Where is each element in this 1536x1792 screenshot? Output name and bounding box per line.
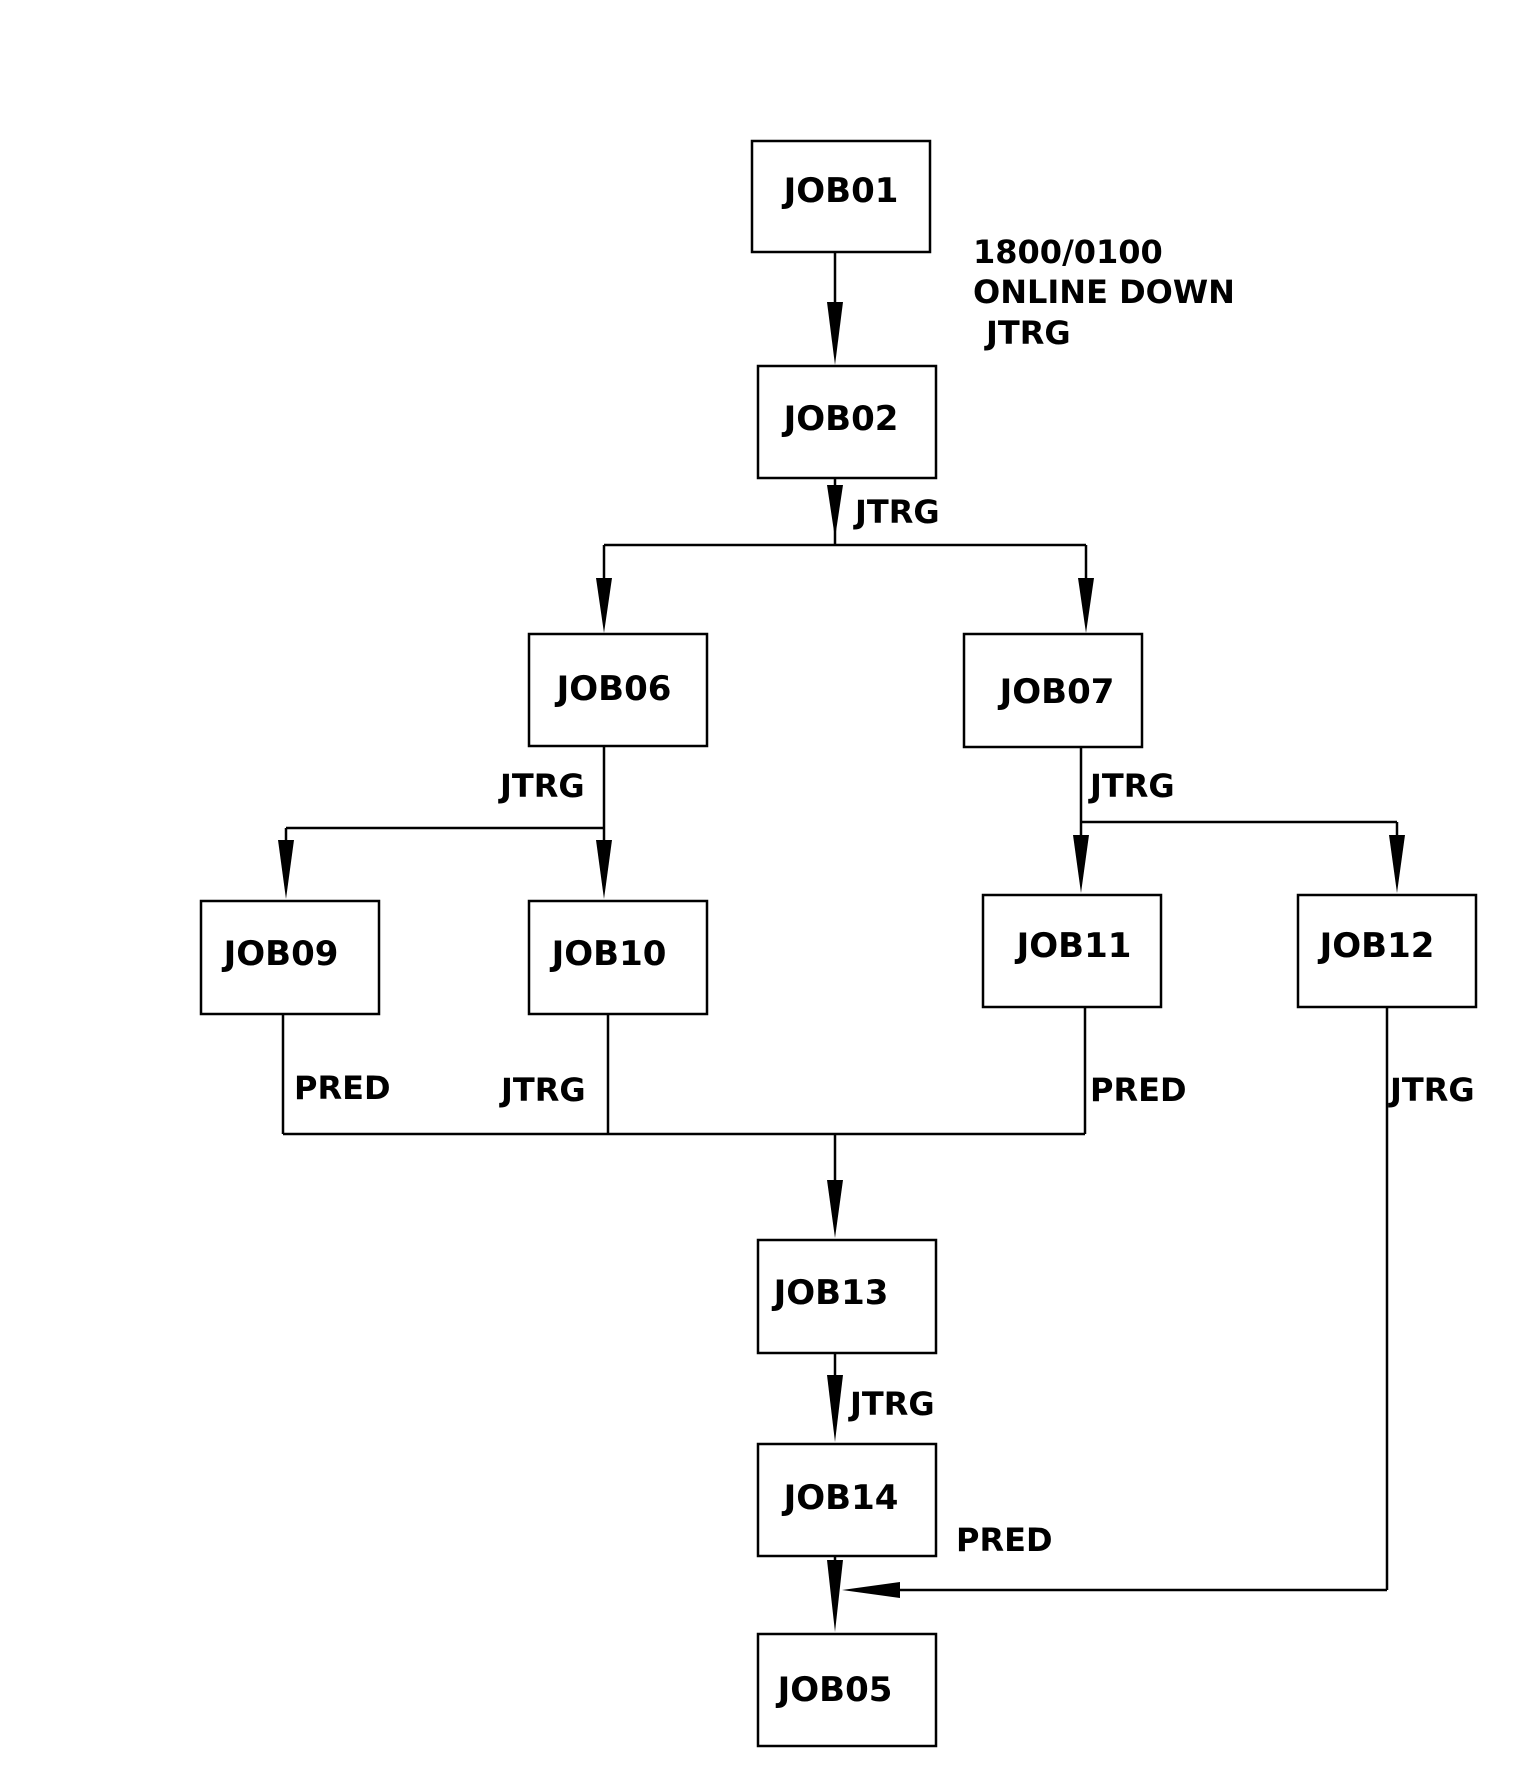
edge-labels: JTRG JTRG JTRG PRED JTRG PRED JTRG JTRG … xyxy=(294,493,1475,1559)
job13-rect xyxy=(756,1238,938,1355)
edge-label-job06-out: JTRG xyxy=(498,767,585,805)
arrowhead-job13 xyxy=(827,1180,843,1238)
schedule-time: 1800/0100 xyxy=(973,233,1163,271)
edge-label-job09-out: PRED xyxy=(294,1069,391,1107)
arrowhead-job12-into-job05 xyxy=(842,1582,900,1598)
job02-rect xyxy=(756,364,938,480)
job12-label: JOB12 xyxy=(1318,926,1435,966)
job09-rect xyxy=(199,899,381,1016)
job07-rect xyxy=(962,632,1144,749)
job14-rect xyxy=(756,1442,938,1558)
job12-rect xyxy=(1296,893,1478,1009)
schedule-condition: ONLINE DOWN xyxy=(973,273,1235,311)
job-box-job02: JOB02 xyxy=(756,364,938,480)
edge-label-job07-out: JTRG xyxy=(1088,767,1175,805)
job13-label: JOB13 xyxy=(772,1273,889,1313)
schedule-note: 1800/0100 ONLINE DOWN JTRG xyxy=(973,233,1235,352)
job14-label: JOB14 xyxy=(782,1478,899,1518)
arrowhead-job09 xyxy=(278,840,294,899)
job05-label: JOB05 xyxy=(776,1670,893,1710)
job-box-job09: JOB09 xyxy=(199,899,381,1016)
job-box-job10: JOB10 xyxy=(527,899,709,1016)
job06-label: JOB06 xyxy=(555,669,672,709)
job06-rect xyxy=(527,632,709,748)
arrowhead-job06 xyxy=(596,578,612,633)
edge-label-job13-out: JTRG xyxy=(848,1385,935,1423)
job01-label: JOB01 xyxy=(782,171,899,211)
edge-label-job02-out: JTRG xyxy=(853,493,940,531)
job02-label: JOB02 xyxy=(782,399,899,439)
job-box-job06: JOB06 xyxy=(527,632,709,748)
arrowhead-job14 xyxy=(827,1375,843,1442)
edge-label-job12-out: JTRG xyxy=(1388,1071,1475,1109)
arrowhead-job05 xyxy=(827,1560,843,1632)
job01-rect xyxy=(750,139,932,254)
job-box-job01: JOB01 xyxy=(750,139,932,254)
job-box-job11: JOB11 xyxy=(981,893,1163,1009)
arrowhead-job02 xyxy=(827,302,843,365)
job07-label: JOB07 xyxy=(998,672,1115,712)
arrowhead-job11 xyxy=(1073,835,1089,893)
job11-label: JOB11 xyxy=(1015,926,1132,966)
connectors xyxy=(281,252,1399,1606)
edge-label-job14-out: PRED xyxy=(956,1521,1053,1559)
arrowhead-job10 xyxy=(596,840,612,899)
job-box-job14: JOB14 xyxy=(756,1442,938,1558)
arrowhead-job12 xyxy=(1389,835,1405,893)
job10-label: JOB10 xyxy=(550,934,667,974)
job-box-job13: JOB13 xyxy=(756,1238,938,1355)
schedule-trigger: JTRG xyxy=(984,314,1071,352)
job10-rect xyxy=(527,899,709,1016)
job-box-job07: JOB07 xyxy=(962,632,1144,749)
job05-rect xyxy=(756,1632,938,1748)
job-box-job12: JOB12 xyxy=(1296,893,1478,1009)
job-box-job05: JOB05 xyxy=(756,1632,938,1748)
edge-label-job11-out: PRED xyxy=(1090,1071,1187,1109)
job09-label: JOB09 xyxy=(222,934,339,974)
arrowhead-job07 xyxy=(1078,578,1094,633)
arrowheads xyxy=(278,302,1405,1632)
edge-label-job10-out: JTRG xyxy=(499,1071,586,1109)
arrowhead-job02-out xyxy=(827,485,843,538)
job11-rect xyxy=(981,893,1163,1009)
